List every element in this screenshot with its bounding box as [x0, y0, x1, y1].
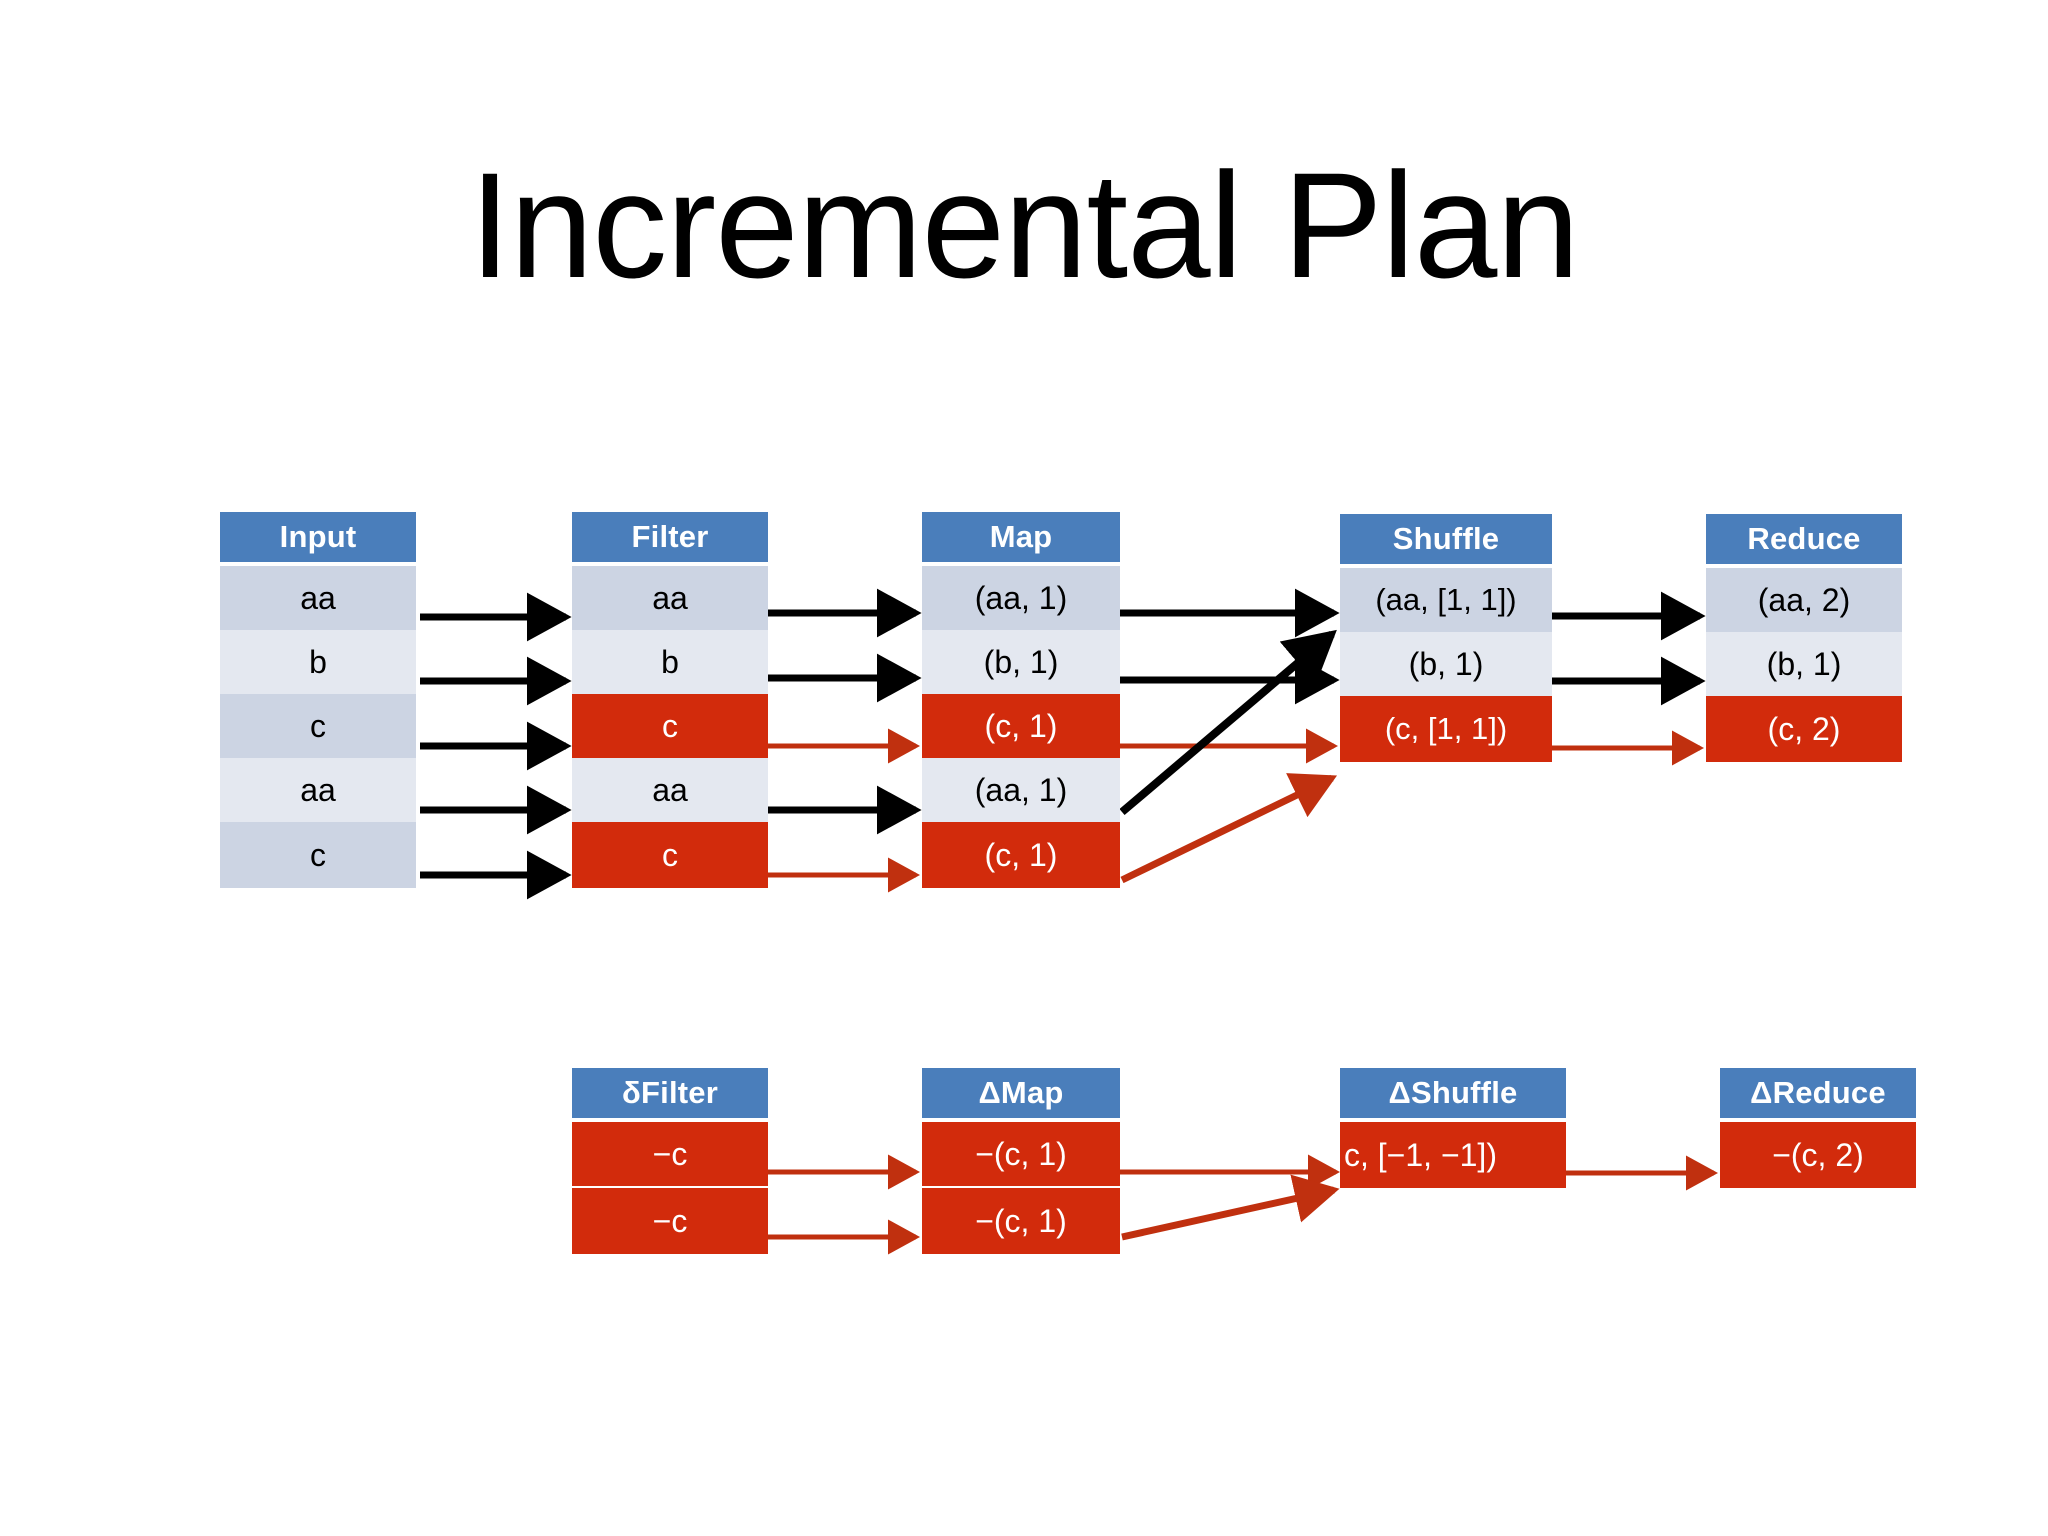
column-delta-filter: δFilter −c −c [572, 1068, 768, 1254]
column-filter: Filter aa b c aa c [572, 512, 768, 888]
cell-input-0: aa [220, 566, 416, 630]
cell-delta-map-1: −(c, 1) [922, 1188, 1120, 1254]
arrows-filter-to-map [768, 588, 922, 893]
column-delta-shuffle: ΔShuffle c, [−1, −1]) [1340, 1068, 1566, 1188]
cell-filter-0: aa [572, 566, 768, 630]
column-header-reduce: Reduce [1706, 514, 1902, 564]
column-reduce: Reduce (aa, 2) (b, 1) (c, 2) [1706, 514, 1902, 762]
cell-delta-filter-0: −c [572, 1122, 768, 1186]
cell-shuffle-1: (b, 1) [1340, 632, 1552, 696]
cell-delta-map-0: −(c, 1) [922, 1122, 1120, 1186]
column-header-shuffle: Shuffle [1340, 514, 1552, 564]
column-delta-reduce: ΔReduce −(c, 2) [1720, 1068, 1916, 1188]
cell-filter-1: b [572, 630, 768, 694]
column-header-filter: Filter [572, 512, 768, 562]
column-map: Map (aa, 1) (b, 1) (c, 1) (aa, 1) (c, 1) [922, 512, 1120, 888]
column-header-delta-reduce: ΔReduce [1720, 1068, 1916, 1118]
cell-input-4: c [220, 822, 416, 888]
column-header-delta-filter: δFilter [572, 1068, 768, 1118]
cell-reduce-1: (b, 1) [1706, 632, 1902, 696]
cell-input-3: aa [220, 758, 416, 822]
cell-shuffle-0: (aa, [1, 1]) [1340, 568, 1552, 632]
arrows-map-to-shuffle [1119, 588, 1340, 884]
arrows-dfilter-to-dmap [768, 1154, 921, 1255]
column-header-delta-map: ΔMap [922, 1068, 1120, 1118]
cell-reduce-0: (aa, 2) [1706, 568, 1902, 632]
cell-shuffle-2: (c, [1, 1]) [1340, 696, 1552, 762]
column-delta-map: ΔMap −(c, 1) −(c, 1) [922, 1068, 1120, 1254]
cell-map-2: (c, 1) [922, 694, 1120, 758]
cell-input-1: b [220, 630, 416, 694]
cell-filter-4: c [572, 822, 768, 888]
cell-map-4: (c, 1) [922, 822, 1120, 888]
cell-delta-filter-1: −c [572, 1188, 768, 1254]
cell-delta-reduce-0: −(c, 2) [1720, 1122, 1916, 1188]
arrows-dmap-to-dshuffle [1120, 1154, 1341, 1241]
cell-reduce-2: (c, 2) [1706, 696, 1902, 762]
cell-input-2: c [220, 694, 416, 758]
cell-map-3: (aa, 1) [922, 758, 1120, 822]
cell-map-0: (aa, 1) [922, 566, 1120, 630]
column-header-map: Map [922, 512, 1120, 562]
cell-delta-shuffle-0: c, [−1, −1]) [1340, 1122, 1566, 1188]
arrows-shuffle-to-reduce [1552, 591, 1706, 766]
page-title: Incremental Plan [469, 141, 1580, 309]
cell-filter-3: aa [572, 758, 768, 822]
column-header-input: Input [220, 512, 416, 562]
column-input: Input aa b c aa c [220, 512, 416, 888]
cell-filter-2: c [572, 694, 768, 758]
column-shuffle: Shuffle (aa, [1, 1]) (b, 1) (c, [1, 1]) [1340, 514, 1552, 762]
arrows-input-to-filter [420, 592, 572, 900]
cell-map-1: (b, 1) [922, 630, 1120, 694]
column-header-delta-shuffle: ΔShuffle [1340, 1068, 1566, 1118]
